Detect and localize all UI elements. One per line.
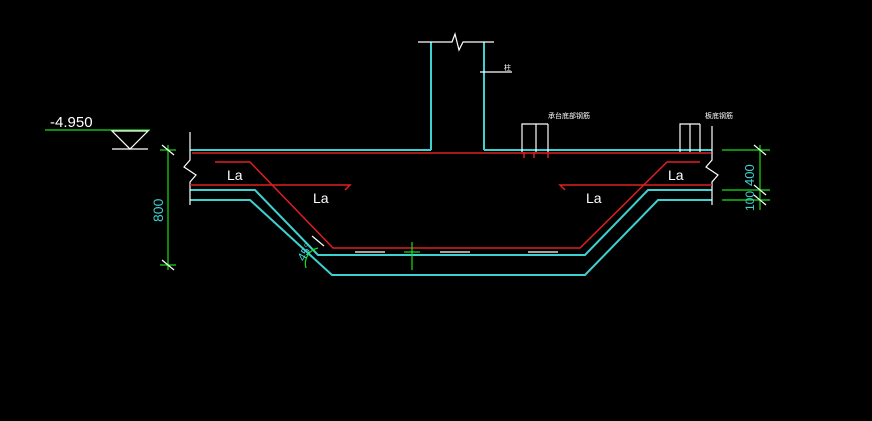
dim-total-depth: 800 [150, 144, 176, 271]
note-column: 柱 [504, 63, 511, 72]
note-bottom-bars: 承台底部钢筋 [548, 111, 590, 120]
note-slab-bars: 板底钢筋 [705, 111, 733, 120]
center-marker [404, 242, 420, 270]
break-lines [183, 126, 719, 205]
dim-total-depth-label: 800 [150, 198, 166, 222]
elevation-marker: -4.950 [45, 114, 150, 150]
elevation-label: -4.950 [50, 114, 93, 131]
anchorage-label-upper-left: La [227, 167, 243, 183]
column [418, 31, 512, 150]
rebar [190, 152, 712, 249]
dim-right: 400 100 [722, 144, 770, 211]
cushion-outline [190, 199, 712, 276]
dim-slab-thickness-label: 400 [742, 164, 757, 186]
dim-cushion-label: 100 [743, 191, 757, 211]
anchorage-label-upper-right: La [668, 167, 684, 183]
anchorage-label-lower-left: La [313, 190, 329, 206]
slab-outline [190, 149, 712, 256]
note-leaders [521, 123, 701, 152]
anchorage-label-lower-right: La [586, 190, 602, 206]
